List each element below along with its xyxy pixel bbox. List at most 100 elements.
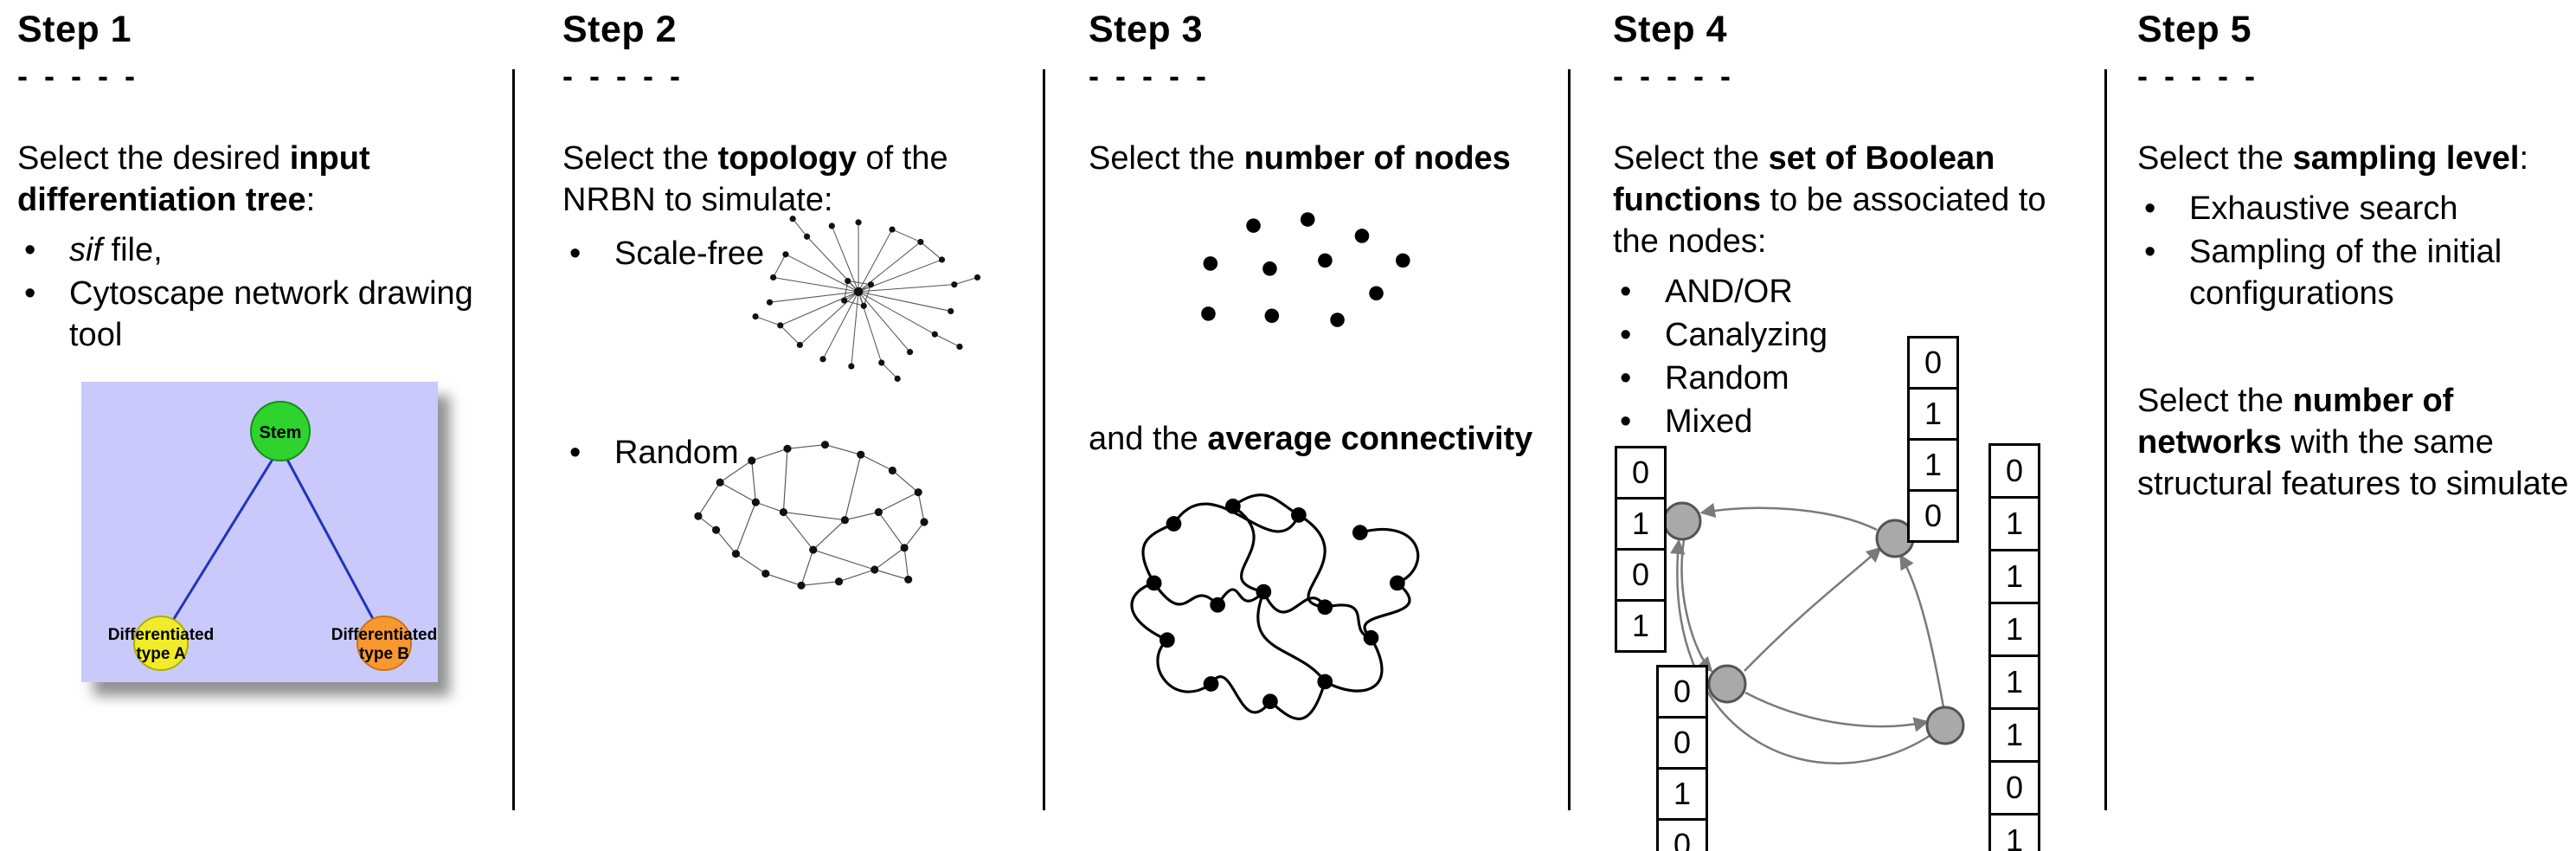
graph-edges xyxy=(1130,493,1420,720)
step-2-intro: Select the topology of the NRBN to simul… xyxy=(562,138,1038,221)
network-arrow xyxy=(1680,539,1713,673)
boolean-table-top: 0 1 1 0 xyxy=(1907,336,1959,543)
text-segment-bold: set of Boolean functions xyxy=(1613,140,1995,218)
boolean-cell: 0 xyxy=(1907,489,1959,543)
boolean-cell: 0 xyxy=(1656,818,1708,851)
boolean-network-figure: 0 1 0 1 0 1 1 0 0 0 1 0 0 1 1 1 xyxy=(1613,312,2097,851)
bullet-marker: • xyxy=(1620,317,1632,353)
boolean-cell: 1 xyxy=(1907,387,1959,441)
boolean-cell: 1 xyxy=(1656,767,1708,821)
stem-node xyxy=(250,401,311,461)
bullet-marker: • xyxy=(569,235,581,272)
boolean-cell: 1 xyxy=(1988,602,2040,657)
boolean-cell: 0 xyxy=(1656,665,1708,719)
step-2-separator: - - - - - xyxy=(562,58,682,93)
step-2-title: Step 2 xyxy=(562,9,678,50)
nodes-scatter-figure xyxy=(1139,189,1446,390)
boolean-cell: 1 xyxy=(1988,549,2040,604)
network-arrow xyxy=(1899,553,1945,708)
step-5-title: Step 5 xyxy=(2137,9,2252,50)
bullet-item: • AND/OR xyxy=(1613,271,2097,313)
graph-nodes xyxy=(694,441,928,590)
text-segment: Select the xyxy=(2137,140,2293,177)
bullet-item: • Exhaustive search xyxy=(2137,188,2574,229)
text-segment-bold: sampling level xyxy=(2292,140,2520,177)
step-3-column: Step 3 - - - - - Select the number of no… xyxy=(1089,9,1566,720)
differentiated-type-a-node xyxy=(133,616,189,671)
text-segment-bold: average connectivity xyxy=(1207,421,1533,457)
connectivity-network-svg xyxy=(1130,493,1420,720)
network-node xyxy=(1662,501,1702,541)
bullet-item: • Canalyzing xyxy=(1613,314,2097,356)
column-divider xyxy=(2104,69,2107,810)
graph-nodes xyxy=(1201,212,1410,327)
bullet-text: Exhaustive search xyxy=(2189,190,2458,227)
boolean-table-right: 0 1 1 1 1 1 0 1 xyxy=(1988,443,2040,851)
bullet-marker: • xyxy=(1620,360,1632,396)
differentiated-type-b-node xyxy=(357,616,412,671)
step-4-intro: Select the set of Boolean functions to b… xyxy=(1613,138,2097,262)
random-network-figure xyxy=(665,411,972,619)
text-segment-bold: number of networks xyxy=(2137,383,2454,461)
step-3-separator: - - - - - xyxy=(1089,58,1208,93)
bullet-marker: • xyxy=(2144,190,2156,227)
differentiation-tree-svg: Stem Differentiated type A Differentiate… xyxy=(81,382,438,682)
bullet-text: Mixed xyxy=(1665,403,1753,440)
boolean-cell: 1 xyxy=(1988,707,2040,763)
text-segment: Select the xyxy=(1089,140,1244,177)
bullet-marker: • xyxy=(24,275,36,312)
bullet-item: • Random xyxy=(562,432,1038,474)
bullet-text: Cytoscape network drawing tool xyxy=(69,275,473,353)
bullet-item: • Random xyxy=(1613,358,2097,399)
boolean-cell: 0 xyxy=(1988,443,2040,499)
graph-edges xyxy=(697,444,925,586)
random-network-svg xyxy=(694,441,928,590)
step-3-title: Step 3 xyxy=(1089,9,1204,50)
bullet-item: • Cytoscape network drawing tool xyxy=(17,273,502,356)
bullet-text: Canalyzing xyxy=(1665,317,1828,353)
boolean-cell: 1 xyxy=(1988,654,2040,710)
bullet-text: AND/OR xyxy=(1665,274,1793,310)
text-segment: of the NRBN to simulate: xyxy=(562,140,948,218)
differentiation-tree-figure: Stem Differentiated type A Differentiate… xyxy=(81,382,438,682)
bullet-item: • Scale-free xyxy=(562,233,1038,274)
column-divider xyxy=(1043,69,1045,810)
step-5-intro: Select the sampling level: xyxy=(2137,138,2574,179)
boolean-cell: 1 xyxy=(1988,813,2040,851)
text-segment-bold: topology xyxy=(717,140,857,177)
bullet-marker: • xyxy=(24,232,36,268)
network-arrow xyxy=(1699,502,1878,532)
text-segment: Select the desired xyxy=(17,140,290,177)
bullet-marker: • xyxy=(569,435,581,471)
graph-edges xyxy=(755,218,978,379)
boolean-cell: 1 xyxy=(1615,497,1667,551)
text-segment: : xyxy=(305,182,316,218)
network-arrow xyxy=(1744,546,1882,672)
graph-nodes xyxy=(752,216,981,382)
boolean-cell: 0 xyxy=(1907,336,1959,390)
bullet-item: • sif file, xyxy=(17,229,502,271)
scale-free-network-figure xyxy=(718,192,993,400)
network-arrows xyxy=(1670,502,1945,764)
text-segment: Select the xyxy=(1613,140,1769,177)
column-divider xyxy=(1568,69,1571,810)
step-1-intro: Select the desired input differentiation… xyxy=(17,138,502,221)
boolean-table-bottom: 0 0 1 0 xyxy=(1656,665,1708,851)
step-5-bullet-list: • Exhaustive search • Sampling of the in… xyxy=(2137,188,2574,314)
boolean-cell: 0 xyxy=(1988,760,2040,816)
boolean-cell: 1 xyxy=(1615,599,1667,653)
text-segment: and the xyxy=(1089,421,1208,457)
bullet-text: Random xyxy=(614,435,739,471)
network-node xyxy=(1707,664,1747,704)
step-4-title: Step 4 xyxy=(1613,9,1728,50)
text-segment-italic: sif xyxy=(69,232,102,268)
text-segment: : xyxy=(2519,140,2529,177)
step-1-column: Step 1 - - - - - Select the desired inpu… xyxy=(17,9,502,682)
type-a-label-line2: type A xyxy=(136,645,186,663)
text-segment: Select the xyxy=(2137,383,2293,419)
text-segment: file, xyxy=(102,232,163,268)
bullet-text: Random xyxy=(1665,360,1789,396)
boolean-network-svg xyxy=(1662,501,1965,764)
step-4-bullet-list: • AND/OR • Canalyzing • Random • Mixed xyxy=(1613,271,2097,442)
